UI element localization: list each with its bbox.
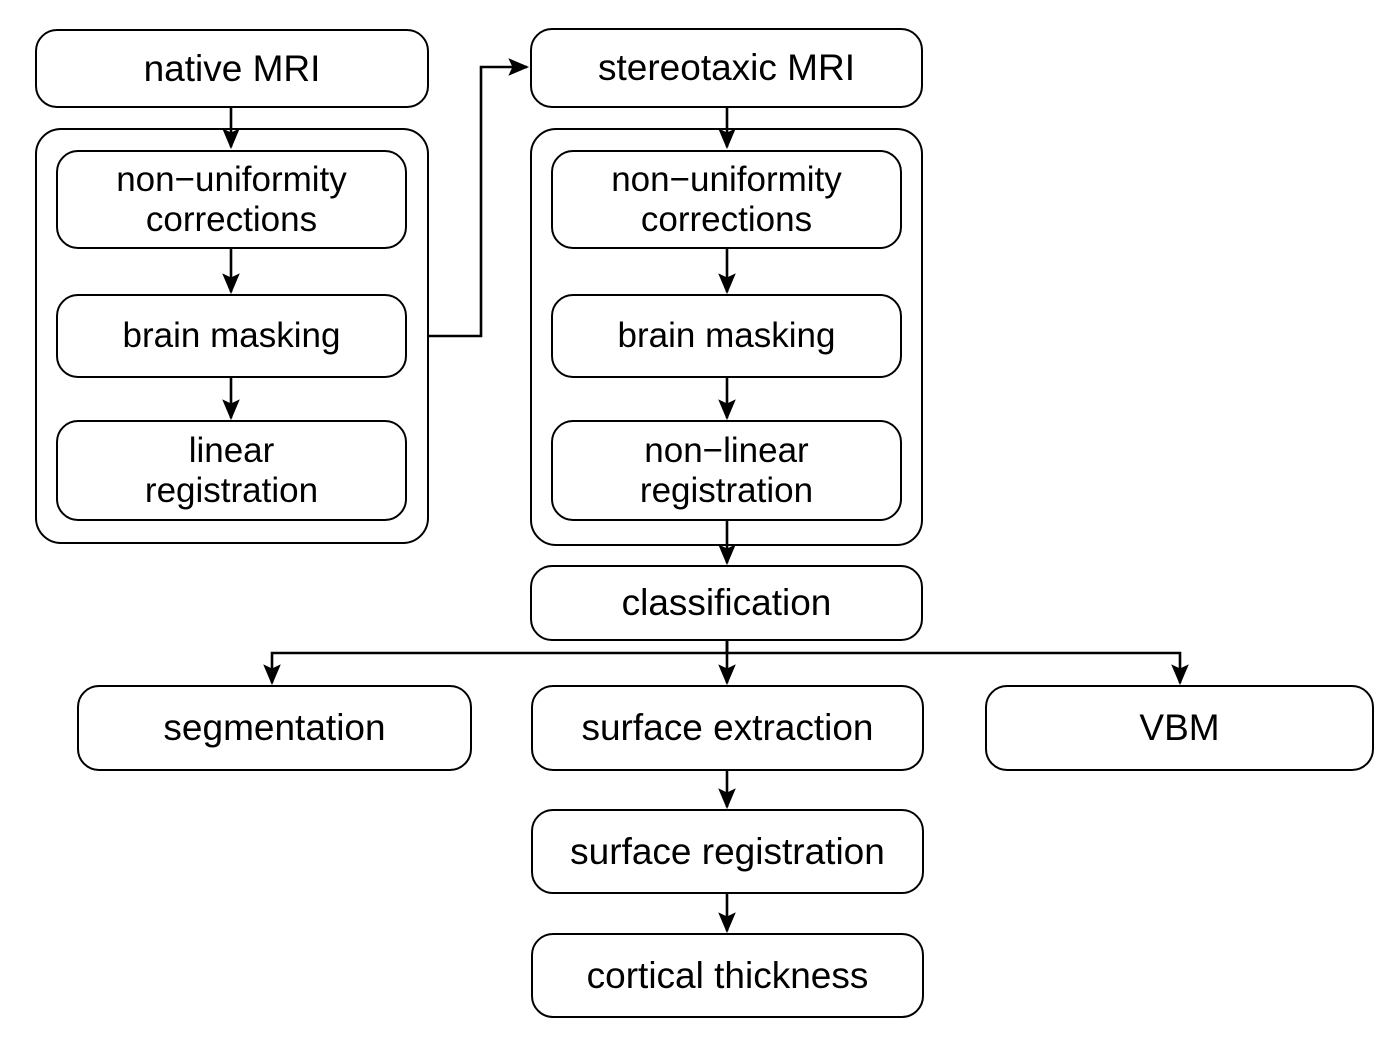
node-brain-masking-left[interactable]: brain masking <box>56 294 407 378</box>
node-non-uniformity-corrections-right-label: non−uniformity corrections <box>611 160 842 239</box>
node-vbm-label: VBM <box>1139 707 1220 749</box>
node-non-linear-registration[interactable]: non−linear registration <box>551 420 902 521</box>
node-non-linear-registration-label: non−linear registration <box>639 431 814 510</box>
node-cortical-thickness-label: cortical thickness <box>586 954 869 996</box>
node-surface-extraction[interactable]: surface extraction <box>531 685 924 771</box>
edge-group-to-stereotaxic <box>429 58 530 338</box>
node-classification-label: classification <box>621 582 832 624</box>
node-native-mri-label: native MRI <box>143 47 321 89</box>
node-non-uniformity-corrections-right[interactable]: non−uniformity corrections <box>551 150 902 249</box>
node-surface-extraction-label: surface extraction <box>581 707 874 749</box>
node-vbm[interactable]: VBM <box>985 685 1374 771</box>
node-stereotaxic-mri[interactable]: stereotaxic MRI <box>530 28 923 108</box>
node-classification[interactable]: classification <box>530 565 923 641</box>
node-cortical-thickness[interactable]: cortical thickness <box>531 933 924 1018</box>
edge-classification-to-vbm <box>725 641 1189 686</box>
node-brain-masking-right[interactable]: brain masking <box>551 294 902 378</box>
node-stereotaxic-mri-label: stereotaxic MRI <box>597 47 855 89</box>
edge-classification-to-segmentation <box>263 641 729 686</box>
node-segmentation-label: segmentation <box>163 707 386 749</box>
node-linear-registration[interactable]: linear registration <box>56 420 407 521</box>
node-linear-registration-label: linear registration <box>144 431 319 510</box>
node-surface-registration-label: surface registration <box>570 830 885 872</box>
node-non-uniformity-corrections-left[interactable]: non−uniformity corrections <box>56 150 407 249</box>
node-brain-masking-right-label: brain masking <box>617 316 836 356</box>
node-segmentation[interactable]: segmentation <box>77 685 472 771</box>
node-native-mri[interactable]: native MRI <box>35 29 429 108</box>
node-brain-masking-left-label: brain masking <box>122 316 341 356</box>
node-non-uniformity-corrections-left-label: non−uniformity corrections <box>116 160 347 239</box>
node-surface-registration[interactable]: surface registration <box>531 809 924 894</box>
